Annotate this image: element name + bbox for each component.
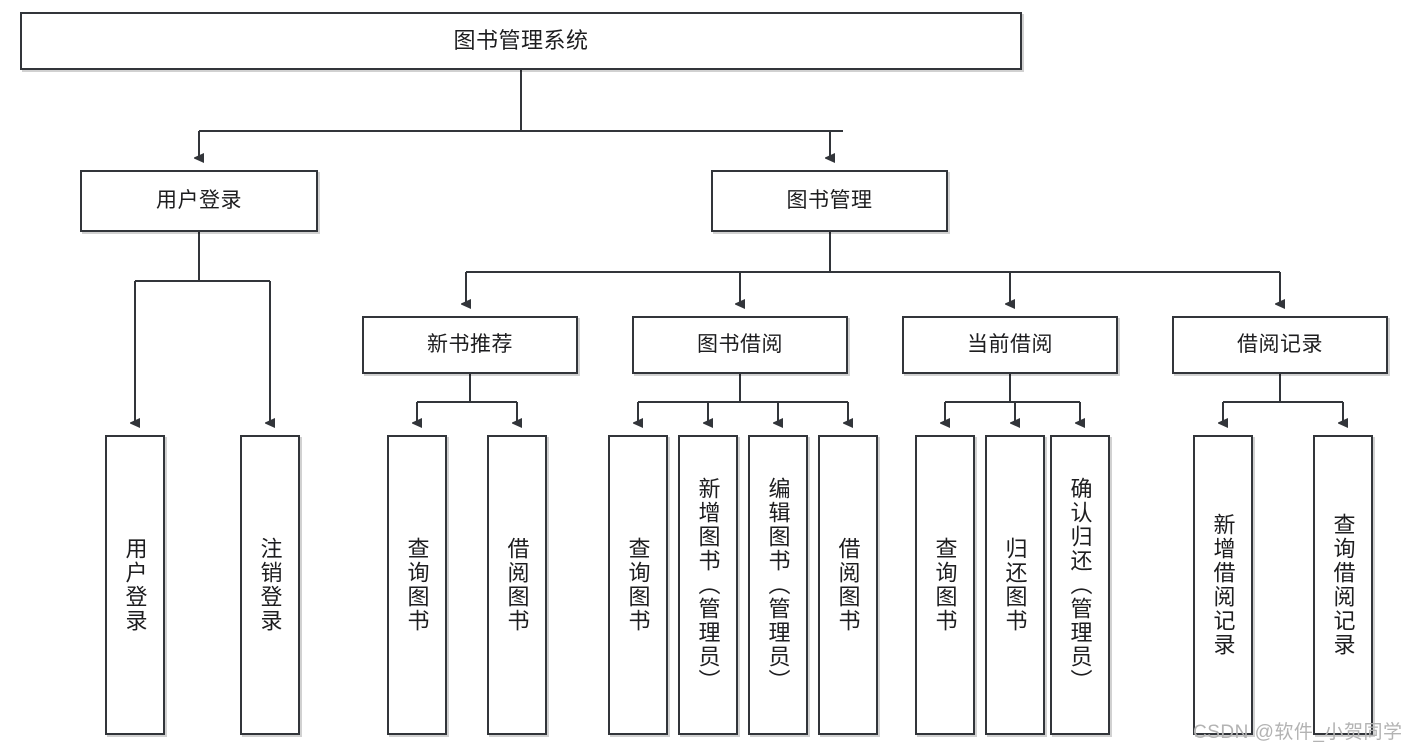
node-root[interactable]: 图书管理系统 xyxy=(20,12,1022,70)
node-new-book-recommend[interactable]: 新书推荐 xyxy=(362,316,578,374)
node-leaf-borrow-book-rec[interactable]: 借阅图书 xyxy=(487,435,547,735)
node-leaf-query-book-current[interactable]: 查询图书 xyxy=(915,435,975,735)
node-leaf-confirm-return-admin-label: 确认归还（管理员） xyxy=(1067,477,1093,693)
node-current-borrow-label: 当前借阅 xyxy=(967,332,1053,356)
csdn-watermark: CSDN @软件_小贺同学 xyxy=(1193,722,1403,743)
node-current-borrow[interactable]: 当前借阅 xyxy=(902,316,1118,374)
node-leaf-query-borrow-record[interactable]: 查询借阅记录 xyxy=(1313,435,1373,735)
node-user-login[interactable]: 用户登录 xyxy=(80,170,318,232)
node-leaf-query-borrow-record-label: 查询借阅记录 xyxy=(1330,513,1356,657)
node-leaf-user-logout[interactable]: 注销登录 xyxy=(240,435,300,735)
node-leaf-query-book-borrow-label: 查询图书 xyxy=(625,537,651,633)
node-book-borrow[interactable]: 图书借阅 xyxy=(632,316,848,374)
node-leaf-edit-book-admin[interactable]: 编辑图书（管理员） xyxy=(748,435,808,735)
node-leaf-query-book-current-label: 查询图书 xyxy=(932,537,958,633)
node-leaf-return-book[interactable]: 归还图书 xyxy=(985,435,1045,735)
node-leaf-add-borrow-record-label: 新增借阅记录 xyxy=(1210,513,1236,657)
node-leaf-return-book-label: 归还图书 xyxy=(1002,537,1028,633)
node-new-book-recommend-label: 新书推荐 xyxy=(427,332,513,356)
node-leaf-borrow-book-label: 借阅图书 xyxy=(835,537,861,633)
node-root-label: 图书管理系统 xyxy=(453,28,589,54)
node-book-borrow-label: 图书借阅 xyxy=(697,332,783,356)
node-leaf-user-login[interactable]: 用户登录 xyxy=(105,435,165,735)
node-leaf-borrow-book[interactable]: 借阅图书 xyxy=(818,435,878,735)
node-book-manage[interactable]: 图书管理 xyxy=(711,170,948,232)
node-leaf-query-book-rec[interactable]: 查询图书 xyxy=(387,435,447,735)
node-leaf-add-book-admin-label: 新增图书（管理员） xyxy=(695,477,721,693)
node-borrow-record-label: 借阅记录 xyxy=(1237,332,1323,356)
node-leaf-add-book-admin[interactable]: 新增图书（管理员） xyxy=(678,435,738,735)
node-user-login-label: 用户登录 xyxy=(156,188,242,212)
node-leaf-query-book-rec-label: 查询图书 xyxy=(404,537,430,633)
node-leaf-confirm-return-admin[interactable]: 确认归还（管理员） xyxy=(1050,435,1110,735)
node-leaf-borrow-book-rec-label: 借阅图书 xyxy=(504,537,530,633)
node-leaf-query-book-borrow[interactable]: 查询图书 xyxy=(608,435,668,735)
node-leaf-user-login-label: 用户登录 xyxy=(122,537,148,633)
node-leaf-user-logout-label: 注销登录 xyxy=(257,537,283,633)
node-leaf-add-borrow-record[interactable]: 新增借阅记录 xyxy=(1193,435,1253,735)
node-borrow-record[interactable]: 借阅记录 xyxy=(1172,316,1388,374)
node-book-manage-label: 图书管理 xyxy=(786,188,873,212)
node-leaf-edit-book-admin-label: 编辑图书（管理员） xyxy=(765,477,791,693)
